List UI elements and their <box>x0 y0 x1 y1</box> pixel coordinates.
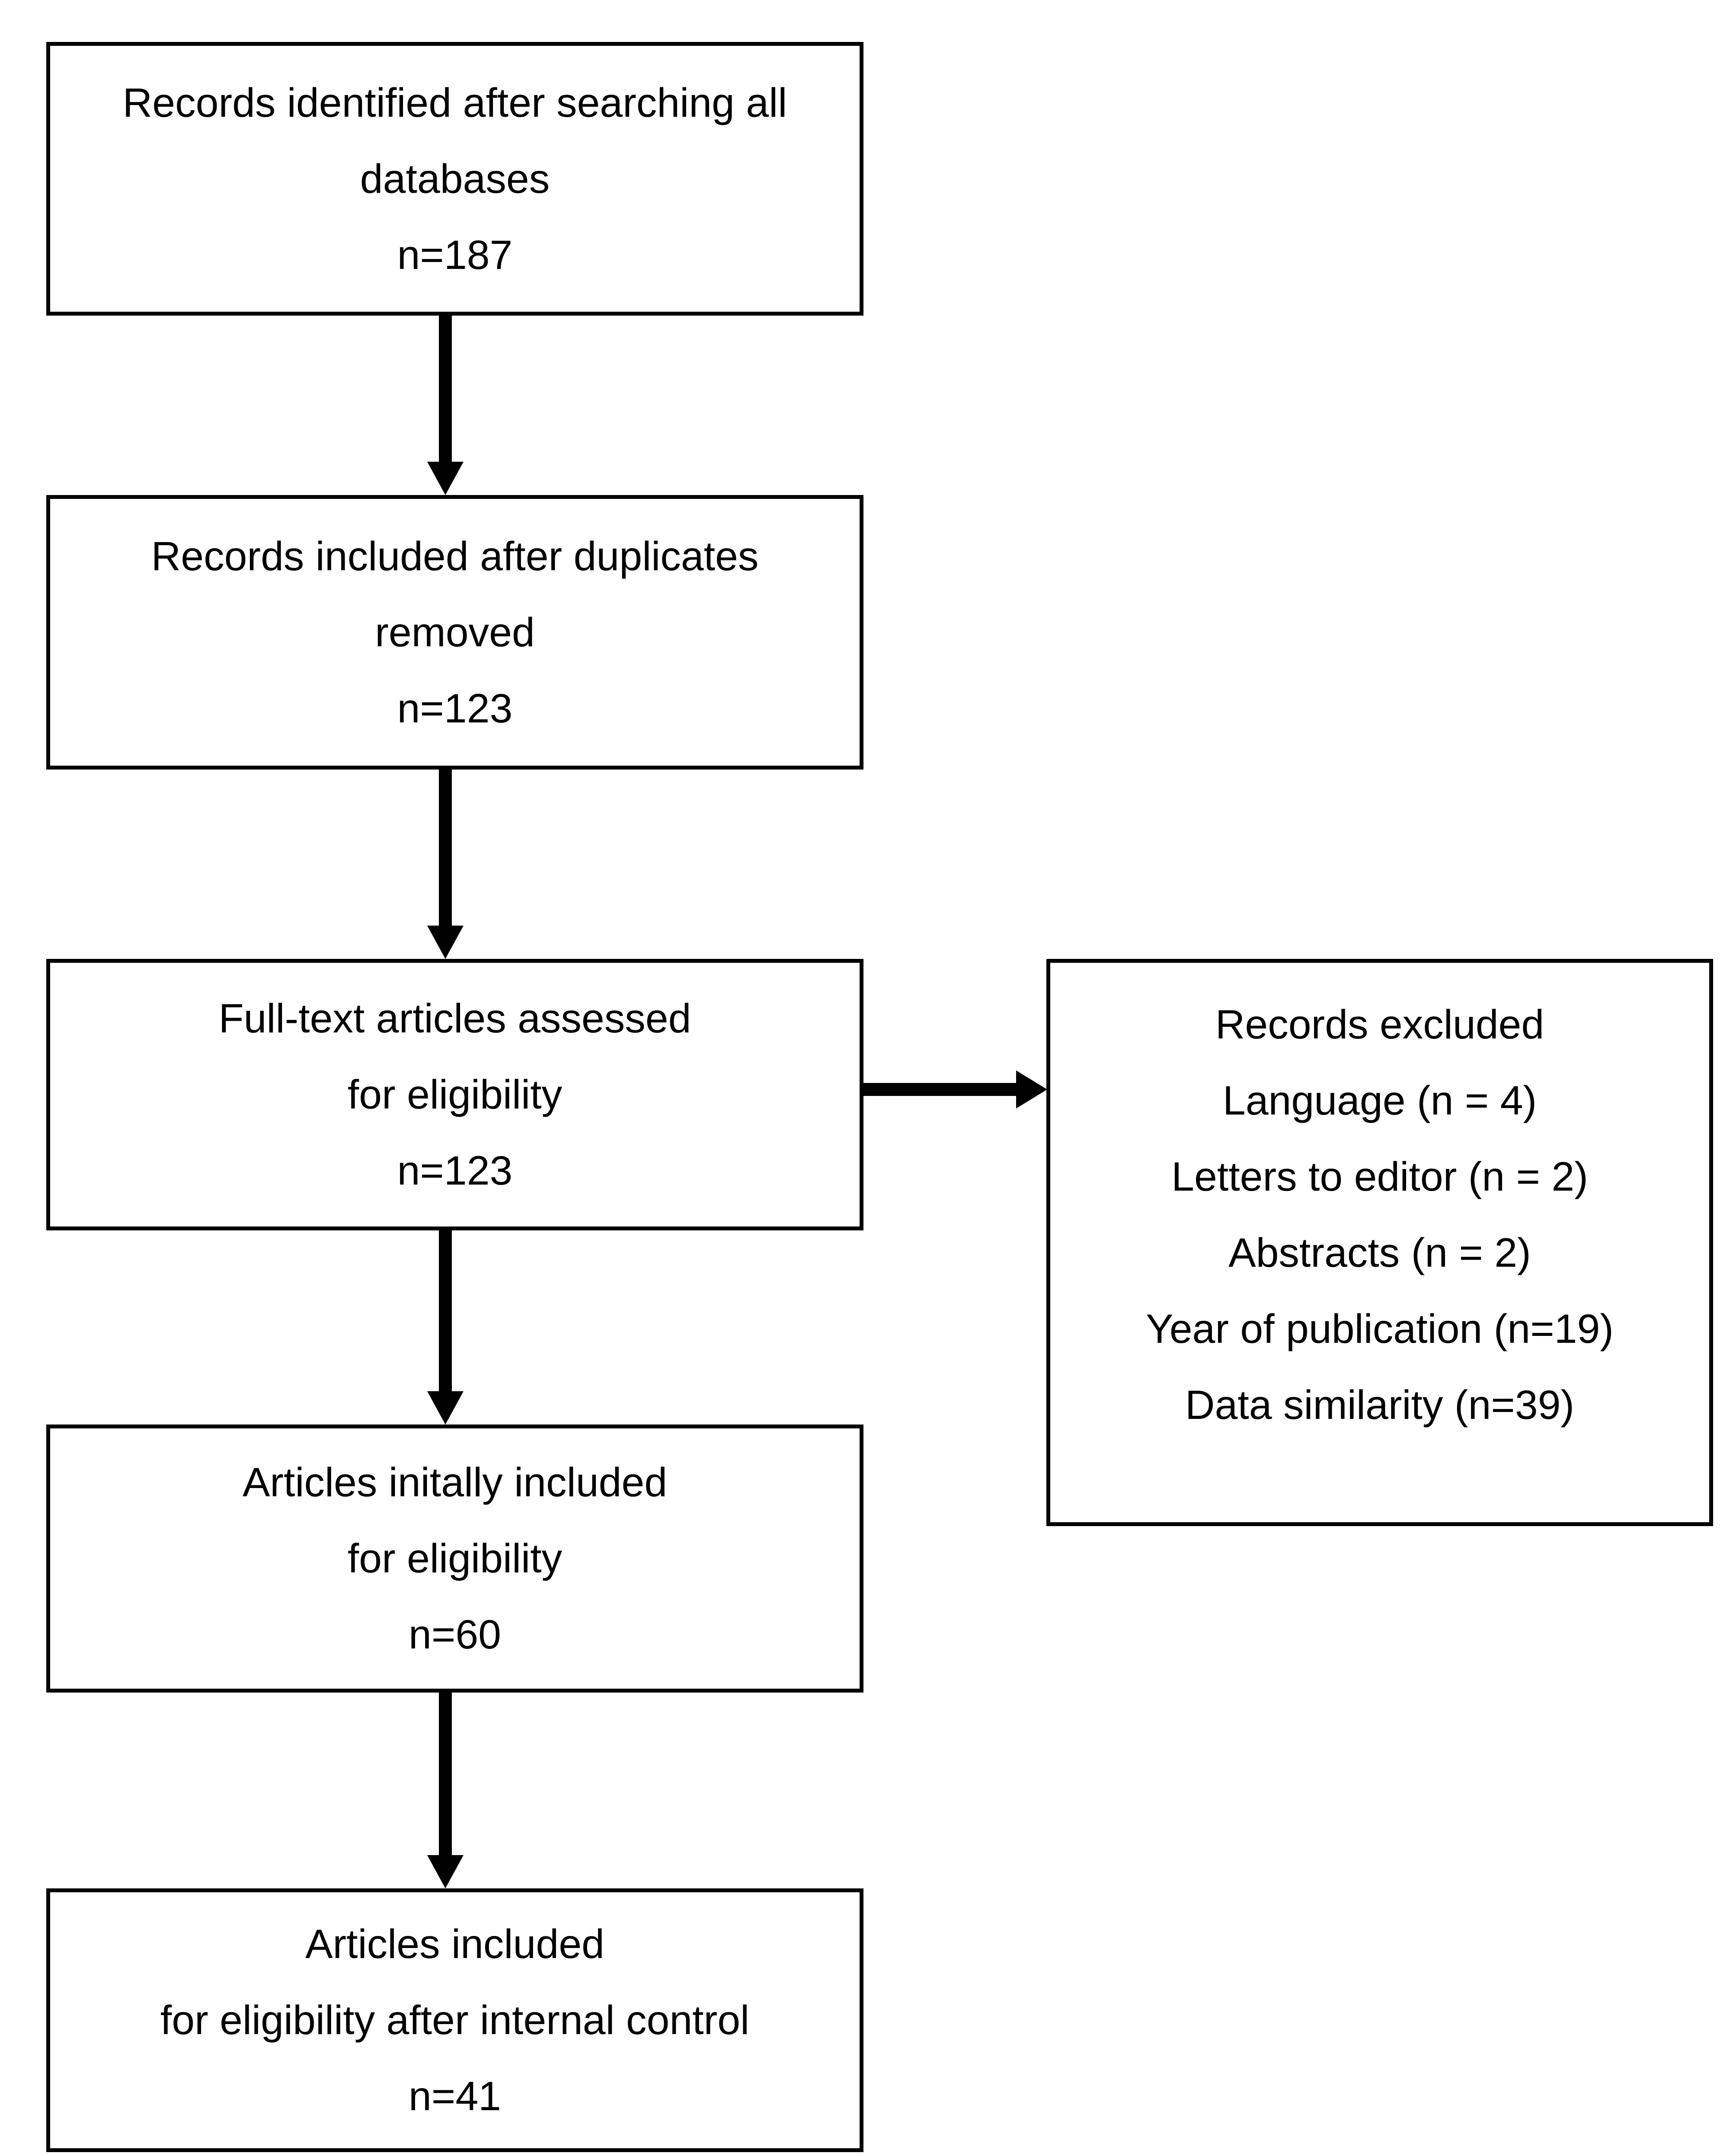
box-line: for eligibility <box>347 1536 563 1581</box>
excluded-reason: Letters to editor (n = 2) <box>1171 1154 1588 1200</box>
box-articles-final-included: Articles included for eligibility after … <box>46 1888 863 2152</box>
box-count: n=60 <box>409 1612 501 1658</box>
box-line: Records identified after searching all <box>122 80 787 126</box>
excluded-reason: Data similarity (n=39) <box>1185 1382 1575 1428</box>
down-arrow-icon <box>427 1855 464 1888</box>
excluded-reason: Abstracts (n = 2) <box>1228 1230 1531 1276</box>
box-fulltext-assessed: Full-text articles assessed for eligibil… <box>46 959 863 1230</box>
excluded-title: Records excluded <box>1215 1002 1544 1048</box>
box-line: Articles included <box>305 1921 604 1967</box>
box-count: n=123 <box>397 1148 513 1194</box>
box-line: Full-text articles assessed <box>218 996 691 1041</box>
right-arrow-icon <box>1016 1070 1047 1108</box>
box-records-after-duplicates: Records included after duplicates remove… <box>46 495 863 770</box>
box-line: Articles initally included <box>242 1460 668 1505</box>
down-arrow-icon <box>427 926 464 959</box>
box-line: databases <box>360 156 550 202</box>
down-arrow-stem <box>439 1230 452 1391</box>
box-line: Records included after duplicates <box>151 533 759 579</box>
box-count: n=41 <box>409 2073 501 2119</box>
box-records-identified: Records identified after searching all d… <box>46 42 863 316</box>
down-arrow-stem <box>439 1692 452 1855</box>
excluded-reason: Language (n = 4) <box>1222 1078 1537 1124</box>
down-arrow-stem <box>439 315 452 462</box>
box-records-excluded: Records excluded Language (n = 4) Letter… <box>1046 959 1713 1526</box>
down-arrow-icon <box>427 462 464 495</box>
down-arrow-icon <box>427 1391 464 1425</box>
box-articles-initially-included: Articles initally included for eligibili… <box>46 1425 863 1693</box>
box-line: for eligibility <box>347 1072 563 1118</box>
box-count: n=123 <box>397 685 513 731</box>
box-line: removed <box>375 609 535 655</box>
right-arrow-stem <box>863 1083 1016 1096</box>
excluded-reason: Year of publication (n=19) <box>1146 1306 1614 1352</box>
box-line: for eligibility after internal control <box>160 1997 750 2043</box>
box-count: n=187 <box>397 232 513 278</box>
down-arrow-stem <box>439 769 452 926</box>
